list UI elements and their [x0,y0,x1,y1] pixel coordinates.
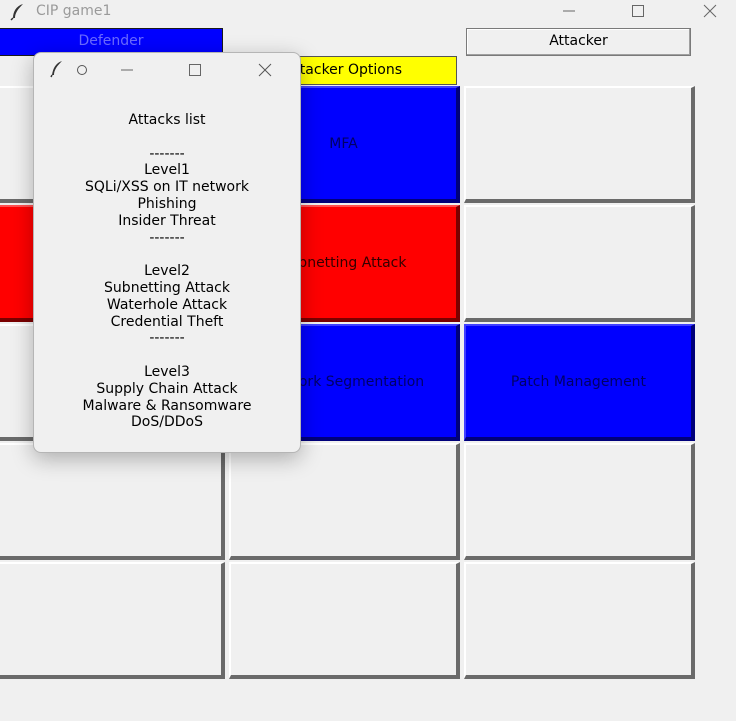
title-bar: CIP game1 [0,0,736,24]
grid-cell[interactable]: Patch Management [464,324,695,441]
attacks-list-line: Level1 [144,162,190,179]
popup-title-bar[interactable] [34,53,300,85]
attacks-list-line: Credential Theft [110,313,224,330]
close-icon [703,4,717,18]
popup-close-button[interactable] [250,59,280,81]
attacks-list-line: Level3 [144,363,190,380]
grid-cell[interactable] [464,562,695,679]
feather-icon [10,4,23,21]
close-icon [258,63,272,77]
minimize-icon [121,69,133,71]
grid-cell[interactable] [229,562,460,679]
popup-maximize-button[interactable] [180,59,210,81]
popup-minimize-button[interactable] [112,59,142,81]
maximize-icon [632,5,644,17]
grid-cell[interactable] [0,562,225,679]
defender-button[interactable]: Defender [0,28,223,56]
maximize-button[interactable] [615,0,661,22]
attacks-list-line: Level2 [144,263,190,280]
popup-restore-button[interactable] [68,59,96,81]
grid-cell[interactable] [464,205,695,322]
grid-cell[interactable] [0,443,225,560]
grid-cell[interactable] [464,86,695,203]
maximize-icon [189,64,201,76]
attacks-list-line [34,129,300,146]
minimize-icon [563,10,575,12]
attacks-list-line: ------- [149,145,185,162]
attacks-list-line: Waterhole Attack [106,296,228,313]
attacks-list-line: ------- [149,330,185,347]
attacks-list-line [34,347,300,364]
attacks-list-line: ------- [149,229,185,246]
attacks-list-line: DoS/DDoS [131,414,203,431]
circle-icon [77,65,87,75]
window-title: CIP game1 [36,3,112,19]
grid-cell[interactable] [464,443,695,560]
feather-icon [50,61,62,78]
attacks-list-line: Phishing [137,195,197,212]
minimize-button[interactable] [546,0,592,22]
attacks-list-line: SQLi/XSS on IT network [84,179,249,196]
attacks-list-line: Supply Chain Attack [96,380,238,397]
close-button[interactable] [687,0,733,22]
attacker-button[interactable]: Attacker [466,28,691,56]
attacks-list-line [34,246,300,263]
attacks-list-line: Insider Threat [118,212,216,229]
attacker-options-button[interactable]: Attacker Options [230,56,457,85]
attacks-list-line: Malware & Ransomware [82,397,252,414]
grid-cell[interactable] [229,443,460,560]
attacks-list-line: Attacks list [128,112,206,128]
attacks-list-line: Subnetting Attack [104,279,230,296]
